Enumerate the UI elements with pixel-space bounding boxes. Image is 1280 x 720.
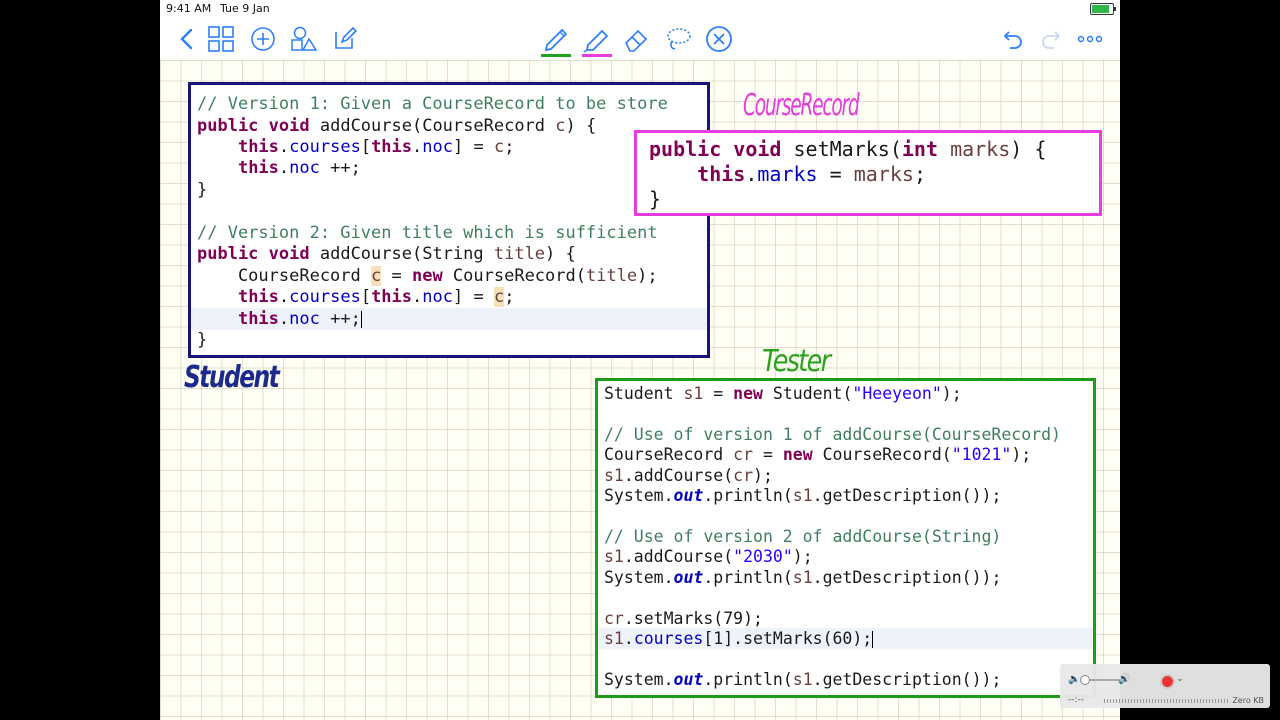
pen-color-green bbox=[541, 54, 571, 57]
pen-color-pink bbox=[582, 54, 612, 57]
code-line: } bbox=[197, 330, 208, 350]
highlighter-icon[interactable] bbox=[580, 22, 614, 58]
code-line: // Version 1: Given a CourseRecord to be… bbox=[197, 94, 668, 114]
current-line-highlight bbox=[191, 308, 707, 330]
code-line: cr.setMarks(79); bbox=[604, 609, 763, 628]
handwritten-label-courserecord: CourseRecord bbox=[743, 88, 860, 123]
volume-slider-knob[interactable] bbox=[1080, 675, 1090, 685]
code-line: this.courses[this.noc] = c; bbox=[237, 287, 515, 307]
screen-recorder-panel: 🔈 🔊 ⌄ --:-- Zero KB bbox=[1060, 664, 1270, 708]
toolbar bbox=[160, 18, 1120, 58]
current-line-highlight bbox=[598, 628, 1093, 649]
pen-icon[interactable] bbox=[539, 22, 573, 58]
code-line: s1.addCourse(cr); bbox=[604, 466, 773, 485]
close-circle-icon[interactable] bbox=[704, 24, 734, 54]
handwritten-label-tester: Tester bbox=[762, 344, 831, 379]
code-line: public void setMarks(int marks) { bbox=[649, 137, 1047, 161]
more-icon[interactable] bbox=[1075, 24, 1105, 54]
code-line: System.out.println(s1.getDescription()); bbox=[604, 568, 1002, 587]
text-cursor bbox=[872, 631, 874, 648]
code-line: // Use of version 1 of addCourse(CourseR… bbox=[604, 425, 1061, 444]
battery-icon bbox=[1090, 3, 1116, 15]
code-line: CourseRecord c = new CourseRecord(title)… bbox=[197, 266, 658, 286]
status-date: Tue 9 Jan bbox=[220, 2, 270, 15]
volume-slider[interactable] bbox=[1082, 679, 1122, 681]
lasso-icon[interactable] bbox=[663, 24, 693, 54]
courserecord-code-box[interactable]: public void setMarks(int marks) { this.m… bbox=[634, 130, 1102, 216]
code-line: this.courses[this.noc] = c; bbox=[237, 137, 515, 157]
thumbnails-icon[interactable] bbox=[206, 24, 236, 54]
code-line: System.out.println(s1.getDescription()); bbox=[604, 670, 1002, 689]
code-line: this.noc ++; bbox=[237, 309, 362, 329]
edit-icon[interactable] bbox=[330, 24, 360, 54]
code-line: this.noc ++; bbox=[237, 158, 361, 178]
volume-low-icon: 🔈 bbox=[1068, 674, 1081, 685]
add-page-icon[interactable] bbox=[248, 24, 278, 54]
code-line: CourseRecord cr = new CourseRecord("1021… bbox=[604, 445, 1032, 464]
code-line: s1.addCourse("2030"); bbox=[604, 547, 813, 566]
status-bar: 9:41 AM Tue 9 Jan bbox=[160, 0, 1120, 18]
code-line: Student s1 = new Student("Heeyeon"); bbox=[604, 384, 962, 403]
ipad-screen: 9:41 AM Tue 9 Jan bbox=[160, 0, 1120, 720]
code-line: public void addCourse(CourseRecord c) { bbox=[197, 116, 597, 136]
back-icon[interactable] bbox=[172, 24, 202, 54]
code-line: this.marks = marks; bbox=[697, 162, 926, 186]
audio-level-meter bbox=[1104, 699, 1230, 703]
shapes-icon[interactable] bbox=[289, 24, 319, 54]
handwritten-label-student: Student bbox=[184, 360, 280, 395]
note-canvas[interactable]: // Version 1: Given a CourseRecord to be… bbox=[160, 60, 1120, 720]
code-line: } bbox=[197, 180, 208, 200]
code-line: System.out.println(s1.getDescription()); bbox=[604, 486, 1002, 505]
student-code-box[interactable]: // Version 1: Given a CourseRecord to be… bbox=[188, 82, 710, 358]
code-line: public void addCourse(String title) { bbox=[197, 244, 576, 264]
undo-icon[interactable] bbox=[997, 24, 1027, 54]
record-button[interactable] bbox=[1160, 674, 1175, 689]
recording-file-size: Zero KB bbox=[1232, 696, 1264, 705]
volume-high-icon: 🔊 bbox=[1118, 674, 1131, 685]
code-line: s1.courses[1].setMarks(60); bbox=[604, 629, 874, 648]
chevron-down-icon[interactable]: ⌄ bbox=[1176, 674, 1184, 684]
code-line: // Version 2: Given title which is suffi… bbox=[197, 223, 658, 243]
eraser-icon[interactable] bbox=[622, 24, 652, 54]
tester-code-box[interactable]: Student s1 = new Student("Heeyeon"); // … bbox=[595, 378, 1096, 698]
redo-icon[interactable] bbox=[1037, 24, 1067, 54]
text-cursor bbox=[360, 310, 362, 328]
code-line: } bbox=[649, 187, 662, 211]
recording-timer: --:-- bbox=[1068, 695, 1085, 705]
status-time: 9:41 AM bbox=[166, 2, 212, 15]
code-line: // Use of version 2 of addCourse(String) bbox=[604, 527, 1002, 546]
